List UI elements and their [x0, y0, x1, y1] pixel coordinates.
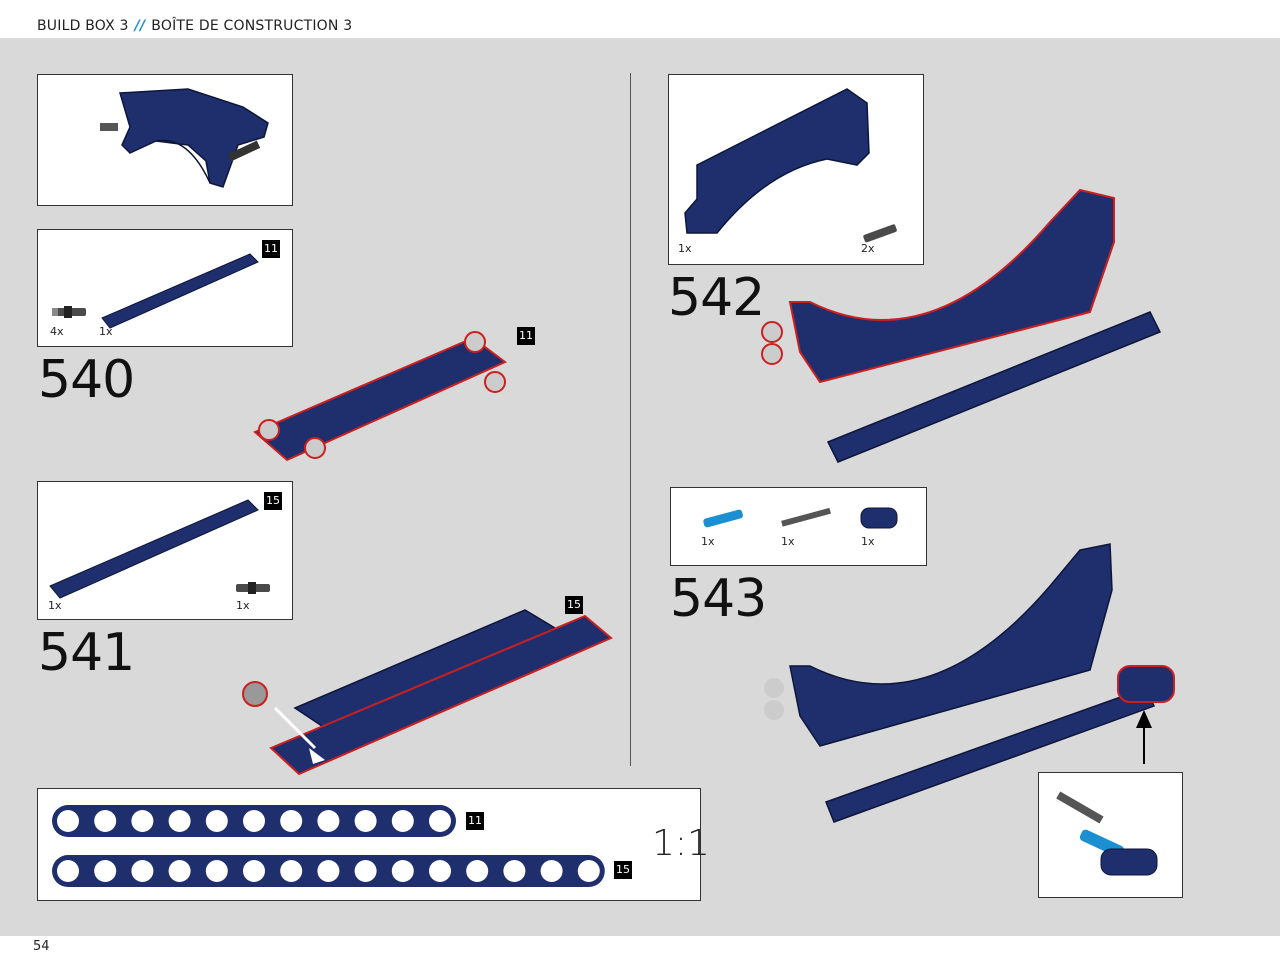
step-543-detail-callout [1038, 772, 1183, 898]
beam-hole [466, 860, 489, 882]
step-541-part-2-qty: 1x [236, 599, 250, 612]
step-540-beam-assembly [253, 331, 507, 462]
step-542-number: 542 [668, 268, 765, 328]
beam-11-scale [52, 805, 456, 837]
beam-hole [94, 860, 117, 882]
beam-hole [577, 860, 600, 882]
beam-hole [131, 810, 154, 832]
page-footer [0, 936, 1280, 974]
scale-reference-box: 11 15 1:1 [37, 788, 710, 901]
step-542-part-2-qty: 2x [861, 242, 875, 255]
scale-ratio: 1:1 [652, 823, 710, 864]
step-542-part-1-qty: 1x [678, 242, 692, 255]
beam-hole [429, 860, 451, 882]
beam-hole [131, 860, 154, 882]
connector-pin-icon [52, 306, 86, 318]
page-header: BUILD BOX 3 // BOÎTE DE CONSTRUCTION 3 [0, 0, 1280, 38]
step-541-assembly-length-badge: 15 [565, 596, 583, 614]
step-543-stand-assembly [764, 543, 1175, 823]
header-title-en: BUILD BOX 3 [37, 18, 129, 34]
step-541-number: 541 [38, 623, 135, 683]
beam-hole [354, 860, 377, 882]
beam-hole [57, 810, 79, 832]
step-540-length-badge: 11 [262, 240, 280, 258]
beam-hole [354, 810, 377, 832]
beam-11-icon [101, 253, 259, 329]
beam-hole [243, 860, 265, 882]
sub-assembly-preview-box [37, 74, 293, 206]
beam-hole [540, 860, 563, 882]
axle-insertion-detail-icon [1056, 791, 1167, 885]
blue-axle-pin-icon [703, 509, 743, 528]
step-543-part-2-qty: 1x [781, 535, 795, 548]
step-543-number: 543 [670, 569, 767, 629]
beam-hole [391, 810, 414, 832]
arch-panel-icon [684, 88, 870, 234]
step-540-part-1-qty: 4x [50, 325, 64, 338]
scale-beam-15-badge: 15 [614, 861, 632, 879]
header-title: BUILD BOX 3 // BOÎTE DE CONSTRUCTION 3 [37, 18, 352, 34]
connector-pin-icon [236, 582, 270, 594]
beam-hole [391, 860, 414, 882]
beam-hole [94, 810, 117, 832]
beam-hole [168, 860, 191, 882]
beam-hole [205, 810, 228, 832]
page-number: 54 [33, 939, 50, 954]
step-541-length-badge: 15 [264, 492, 282, 510]
step-540-number: 540 [38, 350, 135, 410]
header-title-fr: BOÎTE DE CONSTRUCTION 3 [151, 18, 353, 34]
step-540-assembly-length-badge: 11 [517, 327, 535, 345]
step-541-parts-box: 1x 1x 15 [37, 481, 293, 620]
beam-15-scale [52, 855, 605, 887]
beam-hole [280, 860, 303, 882]
beam-hole [168, 810, 191, 832]
beam-hole [243, 810, 265, 832]
step-542-parts-box: 1x 2x [668, 74, 924, 265]
connector-pin-icon [863, 224, 897, 243]
step-543-parts-box: 1x 1x 1x [670, 487, 927, 566]
beam-hole [205, 860, 228, 882]
arch-subassembly-icon [100, 88, 269, 188]
step-543-part-1-qty: 1x [701, 535, 715, 548]
step-543-part-3-qty: 1x [861, 535, 875, 548]
step-540-parts-box: 4x 1x 11 [37, 229, 293, 347]
column-divider [630, 73, 631, 766]
beam-hole [280, 810, 303, 832]
step-541-part-1-qty: 1x [48, 599, 62, 612]
beam-hole [503, 860, 526, 882]
header-separator: // [134, 18, 146, 34]
axle-icon [781, 507, 831, 527]
scale-beam-11-badge: 11 [466, 812, 484, 830]
beam-15-icon [49, 499, 259, 599]
connector-block-icon [860, 507, 898, 529]
step-541-beam-assembly [242, 609, 613, 776]
beam-hole [57, 860, 79, 882]
step-540-part-2-qty: 1x [99, 325, 113, 338]
beam-hole [317, 860, 340, 882]
step-542-stand-assembly [761, 188, 1162, 463]
beam-hole [317, 810, 340, 832]
beam-hole [429, 810, 451, 832]
